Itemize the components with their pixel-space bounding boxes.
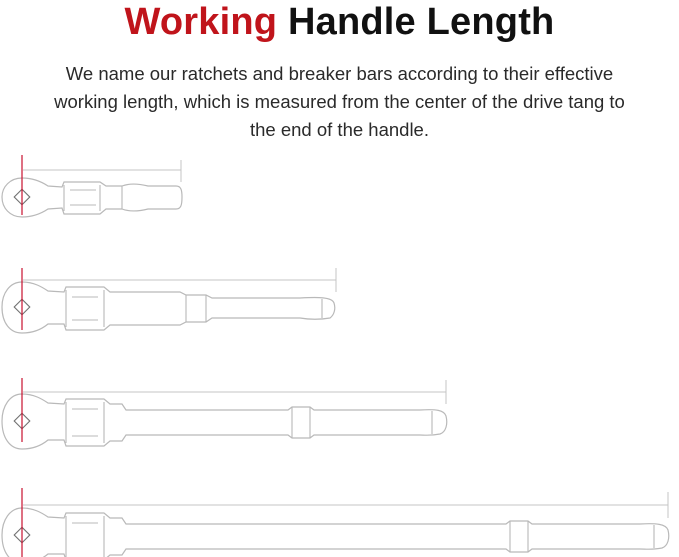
page-title: Working Handle Length (0, 0, 679, 44)
ratchet-detail (65, 402, 433, 443)
title-accent: Working (124, 1, 278, 43)
ratchet-short-illustration (1, 155, 183, 218)
description-line: the end of the handle. (250, 119, 429, 140)
ratchet-detail (65, 290, 323, 327)
ratchet-body (1, 177, 183, 218)
description: We name our ratchets and breaker bars ac… (10, 60, 669, 144)
ratchet-body (1, 507, 670, 557)
ratchet-body (1, 393, 448, 450)
ratchet-detail (65, 516, 655, 557)
ratchet-body (1, 281, 336, 334)
description-line: working length, which is measured from t… (54, 91, 625, 112)
ratchet-long-illustration (1, 378, 448, 450)
title-rest: Handle Length (287, 1, 555, 43)
ratchet-extra-long-illustration (1, 488, 670, 557)
description-line: We name our ratchets and breaker bars ac… (65, 63, 614, 84)
ratchet-medium-illustration (1, 268, 337, 334)
ratchet-detail (63, 185, 123, 211)
